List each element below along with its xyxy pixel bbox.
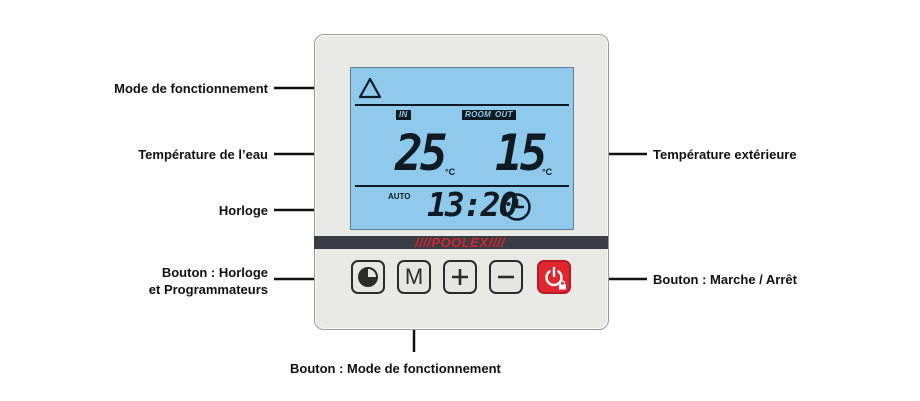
power-icon	[545, 266, 563, 287]
lcd-divider-bottom	[355, 185, 569, 187]
mode-auto-indicator: AUTO	[388, 192, 411, 201]
label-water-temp: Température de l’eau	[138, 147, 268, 162]
label-mode: Mode de fonctionnement	[114, 81, 268, 96]
outside-temp-value: 15	[495, 124, 548, 182]
lcd-screen: IN ROOM OUT 25 °C 15 °C AUTO 13:20	[350, 67, 574, 230]
plus-icon	[452, 269, 468, 285]
clock-icon	[503, 193, 531, 221]
brand-logo: ////POOLEX////	[414, 235, 506, 250]
tag-out: OUT	[492, 110, 516, 120]
minus-icon	[498, 275, 514, 279]
label-outside-temp: Température extérieure	[653, 147, 797, 162]
mode-button-letter: M	[404, 264, 424, 289]
tag-in: IN	[396, 110, 411, 120]
brand-band	[314, 236, 608, 249]
outside-temp-unit: °C	[542, 167, 553, 177]
clock-program-button[interactable]	[351, 260, 385, 294]
mode-button[interactable]: M	[397, 260, 431, 294]
water-temp-value: 25	[395, 124, 448, 182]
power-button[interactable]	[537, 260, 571, 294]
clock-program-icon	[358, 267, 378, 287]
water-temp-unit: °C	[445, 167, 456, 177]
plus-button[interactable]	[443, 260, 477, 294]
tag-room: ROOM	[462, 110, 495, 120]
label-power-button: Bouton : Marche / Arrêt	[653, 272, 797, 287]
lock-icon	[559, 280, 566, 290]
clock-time: 13:20	[427, 185, 518, 224]
label-clock: Horloge	[218, 203, 268, 218]
label-clock-button-line1: Bouton : Horloge	[161, 265, 268, 280]
lcd-divider-top	[355, 104, 569, 106]
minus-button[interactable]	[489, 260, 523, 294]
label-clock-button-line2: et Programmateurs	[148, 282, 268, 297]
triangle-mode-icon	[358, 77, 382, 99]
label-mode-button: Bouton : Mode de fonctionnement	[290, 361, 501, 376]
